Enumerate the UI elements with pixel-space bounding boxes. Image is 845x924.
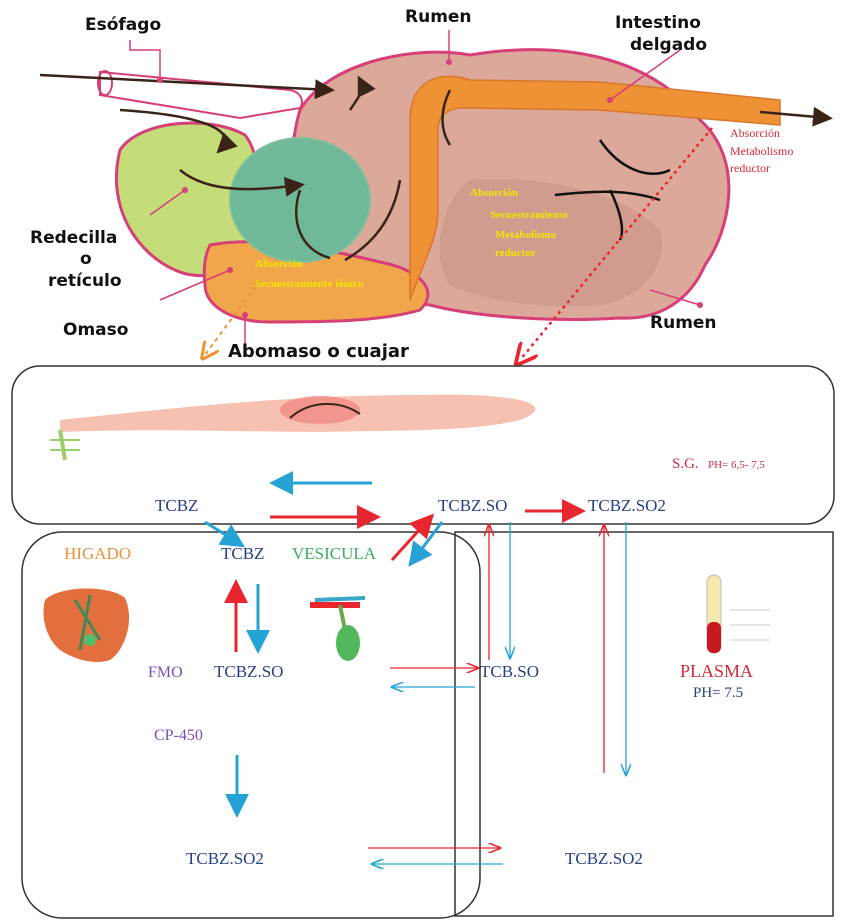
rumen-note-2: Metabolismo: [495, 229, 557, 241]
label-rumen-top: Rumen: [405, 7, 472, 27]
label-intestino-1: Intestino: [615, 13, 701, 33]
label-esofago: Esófago: [85, 15, 161, 35]
label-redecilla-3: retículo: [48, 271, 122, 291]
label-omaso: Omaso: [63, 320, 128, 340]
sg-ph: PH= 6,5- 7,5: [708, 459, 765, 471]
node-tcbzso2-liver: TCBZ.SO2: [186, 849, 264, 868]
sg-label: S.G.: [672, 456, 699, 472]
ruminant-stomach-illustration: Esófago Rumen Intestino delgado Redecill…: [30, 7, 828, 362]
omasum-shape: [230, 138, 370, 262]
node-tcbzso2-gi: TCBZ.SO2: [588, 496, 666, 515]
label-fmo: FMO: [148, 664, 183, 681]
label-redecilla-1: Redecilla: [30, 228, 117, 248]
label-rumen-bottom: Rumen: [650, 313, 717, 333]
rumen-note-3: reductor: [495, 247, 536, 259]
node-tcbso-plasma: TCB.SO: [480, 662, 539, 681]
liver-illustration: [43, 588, 129, 661]
abomaso-note-1: Secuestramiento iónico: [255, 278, 364, 290]
node-tcbzso-liver: TCBZ.SO: [214, 662, 283, 681]
abomaso-note-0: Absorción: [255, 258, 303, 270]
node-tcbzso-gi: TCBZ.SO: [438, 496, 507, 515]
rumen-note-0: Absorción: [470, 187, 518, 199]
label-cp450: CP-450: [154, 727, 203, 744]
intestine-note-1: Metabolismo: [730, 144, 793, 158]
gi-box: [12, 366, 834, 524]
node-tcbzso2-plasma: TCBZ.SO2: [565, 849, 643, 868]
arrow-tcbz-to-liver: [205, 522, 240, 544]
label-redecilla-2: o: [80, 249, 92, 269]
label-abomaso: Abomaso o cuajar: [228, 341, 409, 362]
arrow-so-to-vesicula-blue: [412, 522, 442, 562]
label-intestino-2: delgado: [630, 35, 707, 55]
intestine-note-2: reductor: [730, 161, 770, 175]
plasma-box: [455, 532, 833, 916]
test-tube-illustration: [707, 575, 770, 653]
label-higado: HIGADO: [64, 544, 131, 563]
gallbladder-illustration: [310, 598, 365, 661]
rumen-note-1: Secuestramiento: [490, 209, 568, 221]
small-stomach-illustration: [50, 395, 535, 460]
node-tcbz-liver: TCBZ: [221, 544, 264, 563]
label-vesicula: VESICULA: [292, 544, 377, 563]
intestine-note-0: Absorción: [730, 126, 780, 140]
label-plasma-ph: PH= 7.5: [693, 685, 743, 701]
node-tcbz-gi: TCBZ: [155, 496, 198, 515]
label-plasma: PLASMA: [680, 661, 753, 681]
